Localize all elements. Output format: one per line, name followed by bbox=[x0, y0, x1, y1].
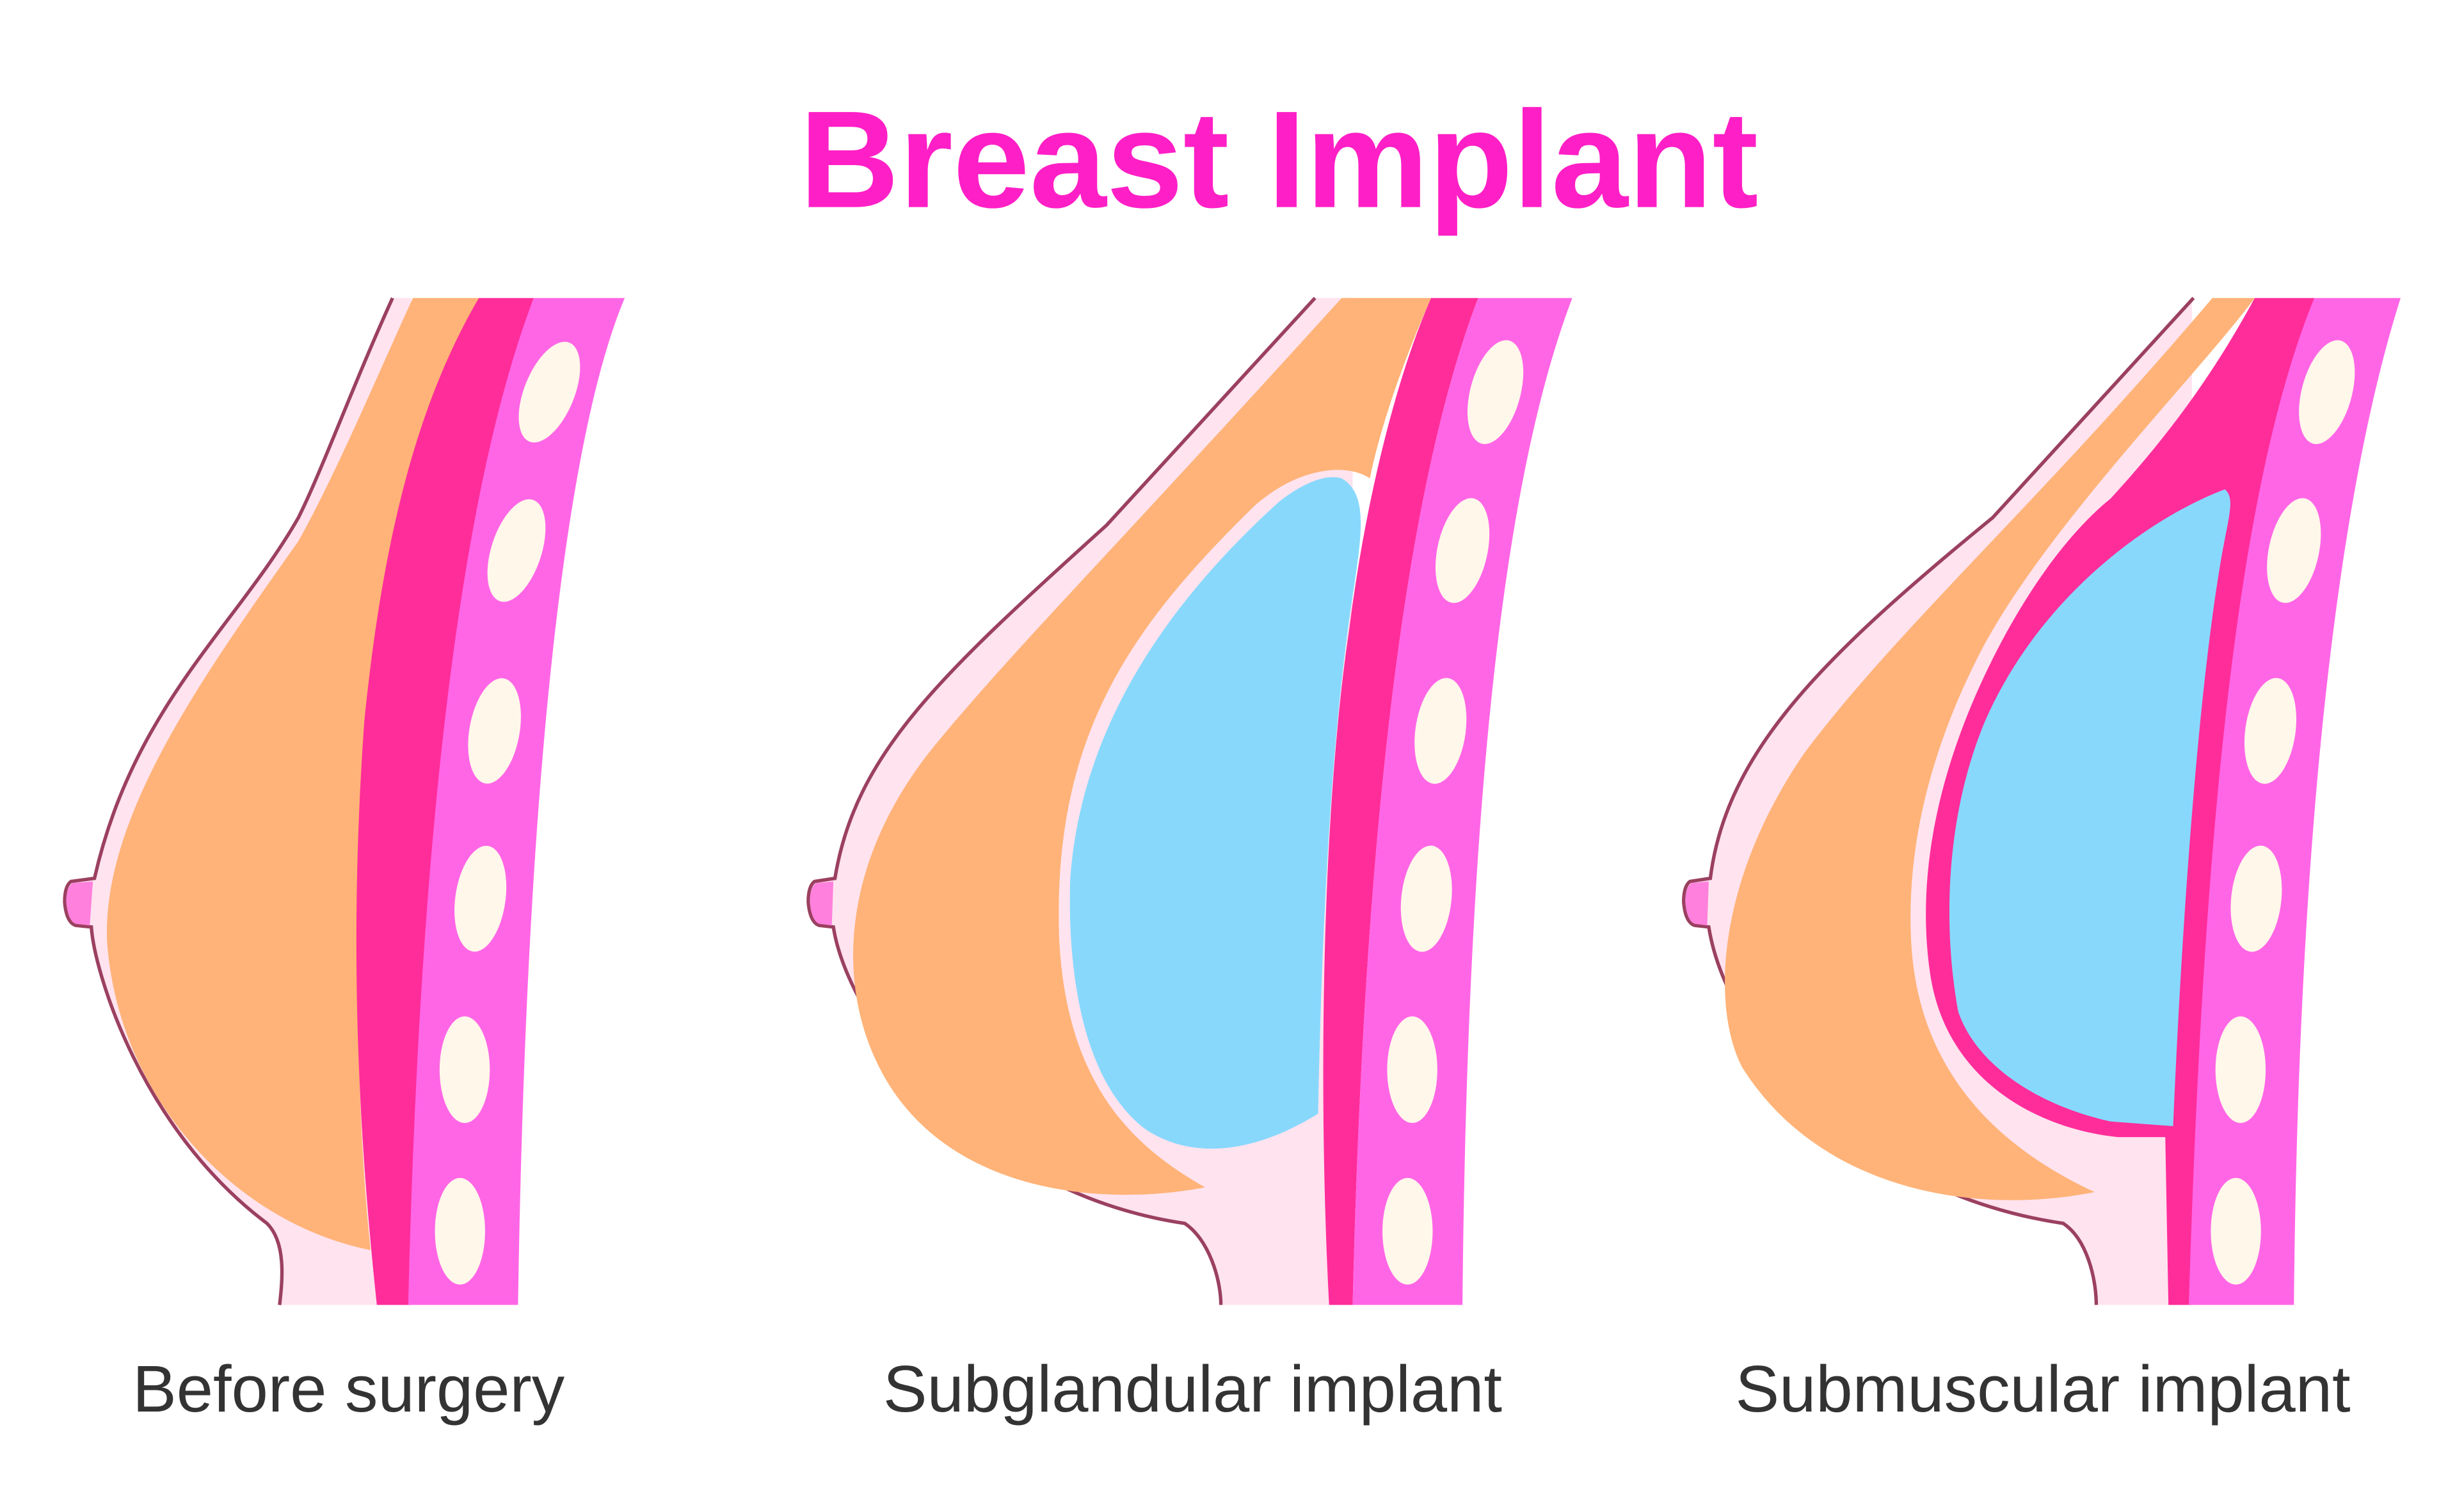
rib-bone bbox=[1467, 340, 1524, 444]
rib-bone bbox=[1414, 678, 1467, 784]
rib-bone bbox=[2230, 845, 2282, 952]
pectoral-muscle bbox=[1323, 298, 1478, 1305]
rib-bone bbox=[2215, 1016, 2266, 1124]
rib-bone bbox=[1387, 1016, 1437, 1124]
panel-submuscular: Submuscular implant bbox=[1682, 296, 2401, 1426]
rib-bone bbox=[1382, 1177, 1433, 1285]
rib-bone bbox=[454, 845, 507, 952]
breast-implant bbox=[1949, 489, 2230, 1126]
panel-before-surgery: Before surgery bbox=[63, 297, 625, 1426]
fat-tissue bbox=[853, 298, 1432, 1195]
pectoral-muscle bbox=[356, 298, 534, 1305]
nipple bbox=[66, 881, 93, 926]
rib-bone bbox=[439, 1016, 490, 1124]
rib-bone bbox=[518, 342, 580, 443]
rib-bone bbox=[435, 1177, 485, 1285]
rib-bone bbox=[1435, 498, 1490, 603]
fat-tissue bbox=[1725, 298, 2255, 1200]
panel-subglandular: Subglandular implant bbox=[806, 296, 1572, 1426]
caption-submuscular: Submuscular implant bbox=[1735, 1352, 2350, 1426]
skin-outline bbox=[1682, 296, 2195, 1305]
rib-bone bbox=[2244, 678, 2297, 784]
skin-outline bbox=[63, 297, 394, 1305]
nipple bbox=[1685, 881, 1709, 926]
skin-outline bbox=[806, 296, 1316, 1305]
diagram-title: Breast Implant bbox=[799, 83, 1758, 237]
rib-bone bbox=[487, 499, 546, 602]
caption-before-surgery: Before surgery bbox=[132, 1352, 565, 1426]
rib-bone bbox=[2211, 1177, 2261, 1285]
rib-bone bbox=[2299, 340, 2355, 444]
rib-bone bbox=[1400, 845, 1452, 952]
nipple bbox=[810, 881, 834, 926]
breast-implant bbox=[1069, 477, 1361, 1149]
fat-tissue bbox=[106, 298, 479, 1250]
rib-bone bbox=[2267, 498, 2321, 603]
rib-bone bbox=[468, 678, 521, 784]
caption-subglandular: Subglandular implant bbox=[883, 1352, 1502, 1426]
